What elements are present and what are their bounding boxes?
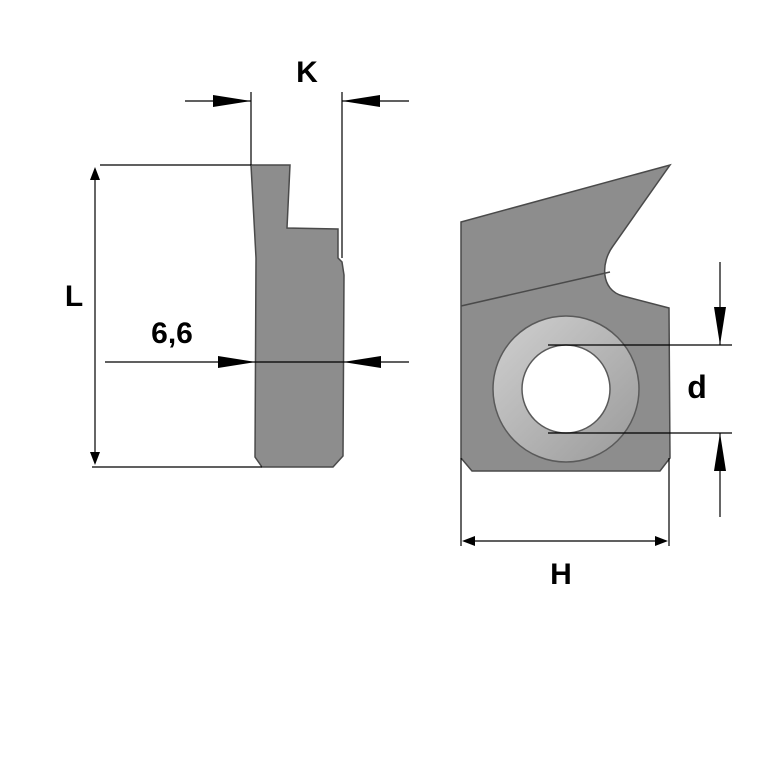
h-arrow-left xyxy=(462,536,475,546)
k-arrow-left xyxy=(213,95,251,107)
d-arrow-bottom xyxy=(714,433,726,471)
k-arrow-right xyxy=(342,95,380,107)
h-label: H xyxy=(550,558,572,591)
k-label: K xyxy=(296,56,318,89)
l-arrow-bottom xyxy=(90,452,100,465)
side-view-part xyxy=(250,164,345,468)
thickness-arrow-left xyxy=(218,356,256,368)
front-view-bevel-edge xyxy=(460,271,611,307)
l-label: L xyxy=(65,280,83,313)
thickness-arrow-right xyxy=(343,356,381,368)
d-arrow-top xyxy=(714,307,726,345)
d-label: d xyxy=(687,369,707,405)
h-arrow-right xyxy=(655,536,668,546)
bore-hole xyxy=(521,344,611,434)
thickness-label: 6,6 xyxy=(151,317,193,350)
l-arrow-top xyxy=(90,167,100,180)
